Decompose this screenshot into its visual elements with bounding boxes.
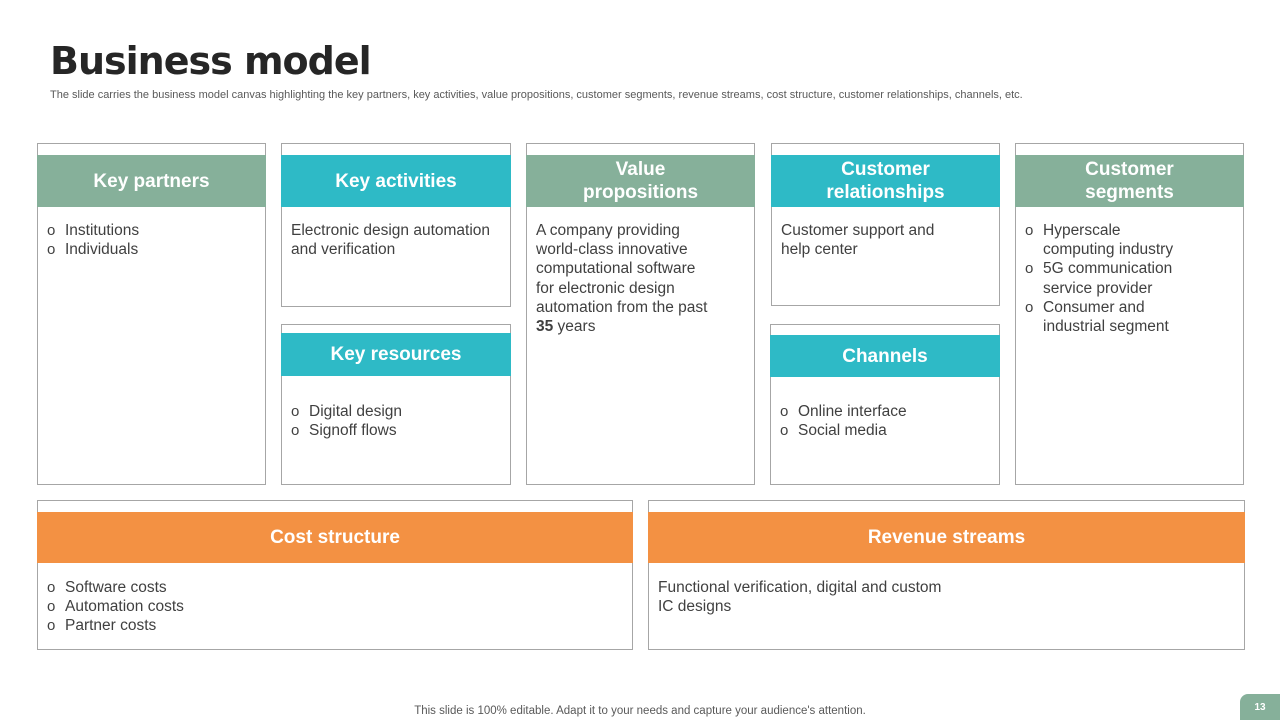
bullet-circle-icon: o <box>291 422 300 440</box>
slide-title: Business model <box>50 39 372 83</box>
bullet-circle-icon: o <box>291 403 300 420</box>
value-propositions-title-line1: Value <box>615 159 666 180</box>
cost-structure-title: Cost structure <box>270 527 400 548</box>
customer-relationships-text: Customer support and help center <box>781 222 935 259</box>
bullet-circle-icon: o <box>780 422 789 440</box>
bullet-circle-icon: o <box>780 403 789 420</box>
value-propositions-text: A company providing world-class innovati… <box>536 222 708 336</box>
revenue-streams-box: Revenue streams Functional verification,… <box>648 500 1245 650</box>
slide-footer: This slide is 100% editable. Adapt it to… <box>414 705 866 717</box>
customer-segments-title-line2: segments <box>1085 182 1174 203</box>
value-propositions-title-line2: propositions <box>582 182 699 203</box>
customer-segments-header: Customer segments <box>1015 155 1244 207</box>
customer-relationships-box: Customer relationships Customer support … <box>771 143 1000 306</box>
revenue-streams-title: Revenue streams <box>867 527 1026 548</box>
customer-relationships-title-line1: Customer <box>841 159 930 180</box>
revenue-streams-header: Revenue streams <box>648 512 1245 563</box>
bullet-circle-icon: o <box>1025 298 1034 316</box>
customer-relationships-title-line2: relationships <box>826 182 945 203</box>
value-propositions-box: Value propositions A company providing w… <box>526 143 755 485</box>
bullet-circle-icon: o <box>47 598 56 616</box>
bullet-circle-icon: o <box>1025 260 1034 278</box>
bullet-circle-icon: o <box>47 241 56 259</box>
channels-title: Channels <box>842 345 928 367</box>
customer-segments-title-line1: Customer <box>1085 159 1174 180</box>
key-activities-box: Key activities Electronic design automat… <box>281 143 511 307</box>
bullet-circle-icon: o <box>47 579 56 596</box>
key-activities-header: Key activities <box>281 155 511 207</box>
key-partners-header: Key partners <box>37 155 266 207</box>
cost-structure-header: Cost structure <box>37 512 633 563</box>
key-activities-text: Electronic design automation and verific… <box>291 222 491 259</box>
page-number: 13 <box>1254 701 1266 713</box>
customer-relationships-header: Customer relationships <box>771 155 1000 207</box>
page-number-badge: 13 <box>1240 694 1280 720</box>
key-activities-title: Key activities <box>335 170 457 192</box>
key-resources-header: Key resources <box>281 333 511 376</box>
bullet-circle-icon: o <box>1025 222 1034 239</box>
bullet-circle-icon: o <box>47 617 56 635</box>
bullet-circle-icon: o <box>47 222 56 239</box>
channels-header: Channels <box>770 335 1000 377</box>
revenue-streams-text: Functional verification, digital and cus… <box>658 579 942 616</box>
key-partners-title: Key partners <box>93 170 210 192</box>
value-propositions-header: Value propositions <box>526 155 755 207</box>
key-resources-title: Key resources <box>330 344 462 365</box>
slide-subtitle: The slide carries the business model can… <box>50 89 1023 101</box>
